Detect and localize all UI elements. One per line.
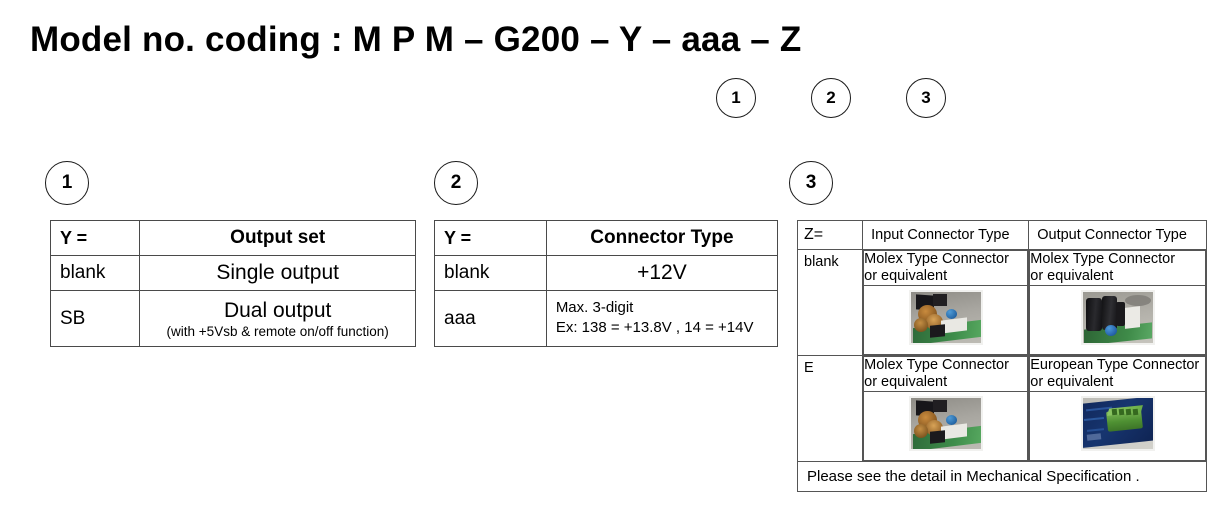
input-connector-photo-cell [863,285,1029,356]
table-row: aaa Max. 3-digit Ex: 138 = +13.8V , 14 =… [434,290,779,347]
row-value-dual-output: Dual output (with +5Vsb & remote on/off … [139,290,416,347]
row-value-max-3-digit: Max. 3-digit Ex: 138 = +13.8V , 14 = +14… [545,290,779,347]
section-badge-1-label: 1 [61,172,73,193]
row-output-cell: Molex Type Connector or equivalent [1028,248,1207,357]
max-digit-example: Ex: 138 = +13.8V , 14 = +14V [555,319,754,336]
z-connector-table: Z= Input Connector Type Output Connector… [796,220,1207,493]
row-key-blank: blank [796,248,864,357]
output-connector-photo-cell [1029,285,1206,356]
table-row: SB Dual output (with +5Vsb & remote on/o… [49,290,416,347]
title-marker-badge-2: 2 [811,78,851,118]
max-digit-label: Max. 3-digit [555,299,634,317]
section-badge-3-label: 3 [805,172,817,193]
output-connector-description: Molex Type Connector or equivalent [1029,249,1206,287]
header-cell-output-connector-type: Output Connector Type [1028,220,1207,250]
row-key-blank: blank [434,255,547,291]
molex-input-connector-photo [908,396,983,452]
table-header-row: Z= Input Connector Type Output Connector… [796,220,1207,250]
output-desc-line-2: or equivalent [1030,268,1114,285]
dual-output-note: (with +5Vsb & remote on/off function) [166,323,389,339]
output-connector-photo-cell [1029,391,1206,462]
table-header-row: Y = Output set [49,220,416,256]
mechanical-specification-note: Please see the detail in Mechanical Spec… [797,461,1207,493]
title-marker-badge-1-label: 1 [731,88,741,107]
output-desc-line-1: European Type Connector [1030,357,1200,374]
header-cell-z: Z= [796,220,864,250]
row-key-sb: SB [49,290,141,347]
european-terminal-block-photo [1080,396,1155,452]
row-value-12v: +12V [545,255,779,291]
page-title: Model no. coding : M P M – G200 – Y – aa… [30,20,802,59]
input-connector-description: Molex Type Connector or equivalent [863,249,1029,287]
table-row: E Molex Type Connector or equivalent [796,355,1207,463]
output-desc-line-1: Molex Type Connector [1030,251,1176,267]
header-cell-key: Y = [49,220,141,256]
output-set-table: Y = Output set blank Single output SB Du… [49,220,416,347]
row-key-aaa: aaa [434,290,547,347]
section-badge-3: 3 [789,161,833,205]
section-badge-1: 1 [45,161,89,205]
section-badge-2: 2 [434,161,478,205]
input-desc-line-1: Molex Type Connector [864,251,1009,267]
header-cell-connector-type: Connector Type [545,220,779,256]
row-output-cell: European Type Connector or equivalent [1028,355,1207,463]
header-cell-output-set: Output set [139,220,416,256]
output-desc-line-2: or equivalent [1030,374,1114,391]
row-input-cell: Molex Type Connector or equivalent [862,248,1030,357]
table-row: blank +12V [434,255,779,291]
row-input-cell: Molex Type Connector or equivalent [862,355,1030,463]
title-marker-badge-3: 3 [906,78,946,118]
molex-input-connector-photo [908,290,983,346]
input-connector-photo-cell [863,391,1029,462]
molex-output-connector-photo [1080,290,1155,346]
title-marker-badge-2-label: 2 [826,88,836,107]
table-footer-row: Please see the detail in Mechanical Spec… [797,461,1207,493]
dual-output-label: Dual output [223,298,332,322]
table-header-row: Y = Connector Type [434,220,779,256]
input-desc-line-2: or equivalent [864,268,948,285]
connector-type-table: Y = Connector Type blank +12V aaa Max. 3… [434,220,779,347]
title-marker-badge-3-label: 3 [921,88,931,107]
table-row: blank Single output [49,255,416,291]
row-key-e: E [796,355,864,463]
header-cell-input-connector-type: Input Connector Type [862,220,1030,250]
input-desc-line-2: or equivalent [864,374,948,391]
row-value-single-output: Single output [139,255,416,291]
table-row: blank Molex Type Connector or equivalent [796,248,1207,357]
input-desc-line-1: Molex Type Connector [864,357,1009,374]
row-key-blank: blank [49,255,141,291]
section-badge-2-label: 2 [450,172,462,193]
input-connector-description: Molex Type Connector or equivalent [863,356,1029,393]
output-connector-description: European Type Connector or equivalent [1029,356,1206,393]
header-cell-key: Y = [434,220,547,256]
title-marker-badge-1: 1 [716,78,756,118]
